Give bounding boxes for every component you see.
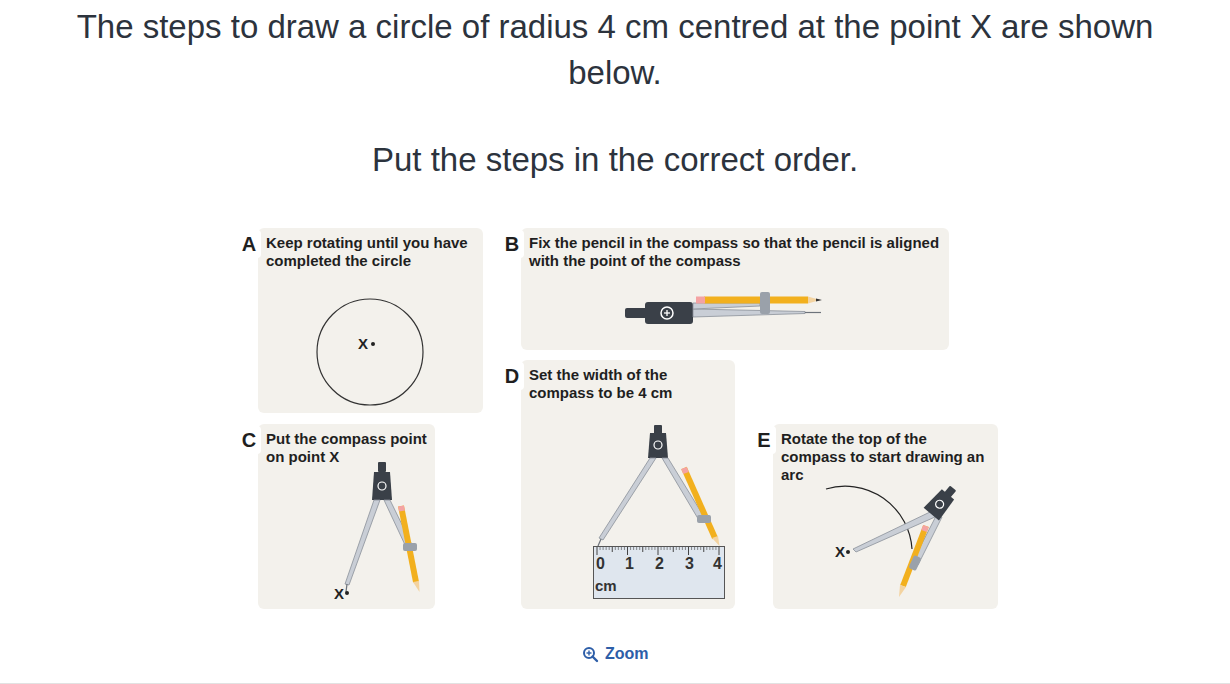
step-card: BFix the pencil in the compass so that t… xyxy=(521,228,949,350)
step-letter: B xyxy=(500,230,524,258)
step-card: ERotate the top of the compass to start … xyxy=(773,424,998,609)
ruler-number: 0 xyxy=(596,555,605,573)
zoom-button: Zoom xyxy=(605,645,649,663)
ruler-number: 4 xyxy=(713,555,722,573)
page-title: The steps to draw a circle of radius 4 c… xyxy=(40,4,1190,96)
divider-line xyxy=(0,683,1230,684)
ruler-number: 1 xyxy=(625,555,634,573)
step-instruction: Put the compass point on point X xyxy=(266,430,427,466)
point-label: X xyxy=(358,335,368,352)
point-label: X xyxy=(835,543,845,560)
point-label: X xyxy=(334,585,344,602)
step-instruction: Keep rotating until you have completed t… xyxy=(266,234,475,270)
step-letter: D xyxy=(500,362,524,390)
step-letter: C xyxy=(237,426,261,454)
step-letter: A xyxy=(237,230,261,258)
step-instruction: Fix the pencil in the compass so that th… xyxy=(529,234,941,270)
step-instruction: Set the width of the compass to be 4 cm xyxy=(529,366,727,402)
step-card: AKeep rotating until you have completed … xyxy=(258,228,483,413)
ruler-unit: cm xyxy=(595,577,617,594)
step-instruction: Rotate the top of the compass to start d… xyxy=(781,430,990,484)
instruction-heading: Put the steps in the correct order. xyxy=(372,141,858,179)
ruler-number: 3 xyxy=(685,555,694,573)
ruler-number: 2 xyxy=(655,555,664,573)
step-letter: E xyxy=(752,426,776,454)
